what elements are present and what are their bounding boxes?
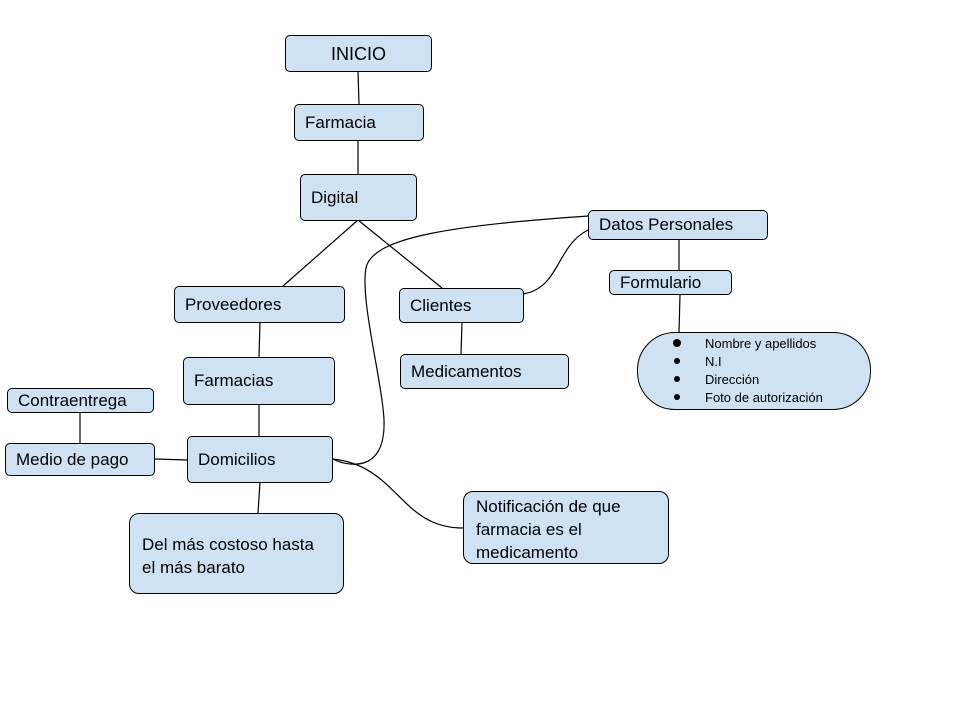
node-medio-de-pago-label: Medio de pago xyxy=(16,449,129,469)
node-domicilios: Domicilios xyxy=(187,436,333,483)
node-clientes-label: Clientes xyxy=(410,295,472,315)
edge-proveedores-farmacias xyxy=(258,321,261,358)
form-field-item: Dirección xyxy=(638,371,870,389)
node-form-fields: Nombre y apellidos N.I Dirección Foto de… xyxy=(637,332,871,410)
node-farmacias-label: Farmacias xyxy=(194,371,274,390)
node-farmacias: Farmacias xyxy=(183,357,335,405)
node-datos-personales: Datos Personales xyxy=(588,210,768,240)
edge-domicilios-costoso xyxy=(257,481,261,514)
node-proveedores: Proveedores xyxy=(174,286,345,323)
form-field-label: Dirección xyxy=(705,372,760,387)
bullet-icon xyxy=(674,358,680,364)
edge-digital-clientes xyxy=(357,219,443,289)
form-field-item: N.I xyxy=(638,353,870,371)
node-domicilios-label: Domicilios xyxy=(198,449,276,469)
node-datos-personales-label: Datos Personales xyxy=(599,215,734,234)
form-field-label: N.I xyxy=(705,354,722,369)
edge-clientes-datos xyxy=(522,229,589,295)
node-digital: Digital xyxy=(300,174,417,221)
edge-formulario-lista xyxy=(678,294,681,333)
node-inicio: INICIO xyxy=(285,35,432,72)
node-farmacia-label: Farmacia xyxy=(305,112,376,132)
edge-inicio-farmacia xyxy=(357,70,360,105)
node-digital-label: Digital xyxy=(311,187,359,207)
node-formulario: Formulario xyxy=(609,270,732,295)
form-fields-list: Nombre y apellidos N.I Dirección Foto de… xyxy=(638,335,870,407)
node-proveedores-label: Proveedores xyxy=(185,294,282,314)
node-clientes: Clientes xyxy=(399,288,524,323)
bullet-icon xyxy=(674,394,680,400)
node-contraentrega: Contraentrega xyxy=(7,388,154,413)
node-medio-de-pago: Medio de pago xyxy=(5,443,155,476)
node-medicamentos-label: Medicamentos xyxy=(411,361,522,381)
edge-domicilios-notificacion xyxy=(332,458,464,529)
bullet-icon xyxy=(673,339,681,347)
edge-digital-proveedores xyxy=(282,219,359,287)
form-field-item: Foto de autorización xyxy=(638,389,870,407)
edge-medio-domicilios xyxy=(154,458,188,461)
node-formulario-label: Formulario xyxy=(620,272,702,292)
bullet-icon xyxy=(674,376,680,382)
form-field-label: Foto de autorización xyxy=(705,390,823,405)
node-notificacion-label: Notificación de que farmacia es el medic… xyxy=(476,497,621,562)
node-del-mas-costoso-label: Del más costoso hasta el más barato xyxy=(142,535,314,577)
form-field-item: Nombre y apellidos xyxy=(638,335,870,353)
edge-clientes-medicamentos xyxy=(460,321,463,355)
form-field-label: Nombre y apellidos xyxy=(705,336,817,351)
node-del-mas-costoso: Del más costoso hasta el más barato xyxy=(129,513,344,594)
node-inicio-label: INICIO xyxy=(330,43,386,64)
node-notificacion: Notificación de que farmacia es el medic… xyxy=(463,491,669,564)
node-medicamentos: Medicamentos xyxy=(400,354,569,389)
edge-datos-domicilios xyxy=(332,215,589,465)
node-contraentrega-label: Contraentrega xyxy=(18,390,127,410)
node-farmacia: Farmacia xyxy=(294,104,424,141)
